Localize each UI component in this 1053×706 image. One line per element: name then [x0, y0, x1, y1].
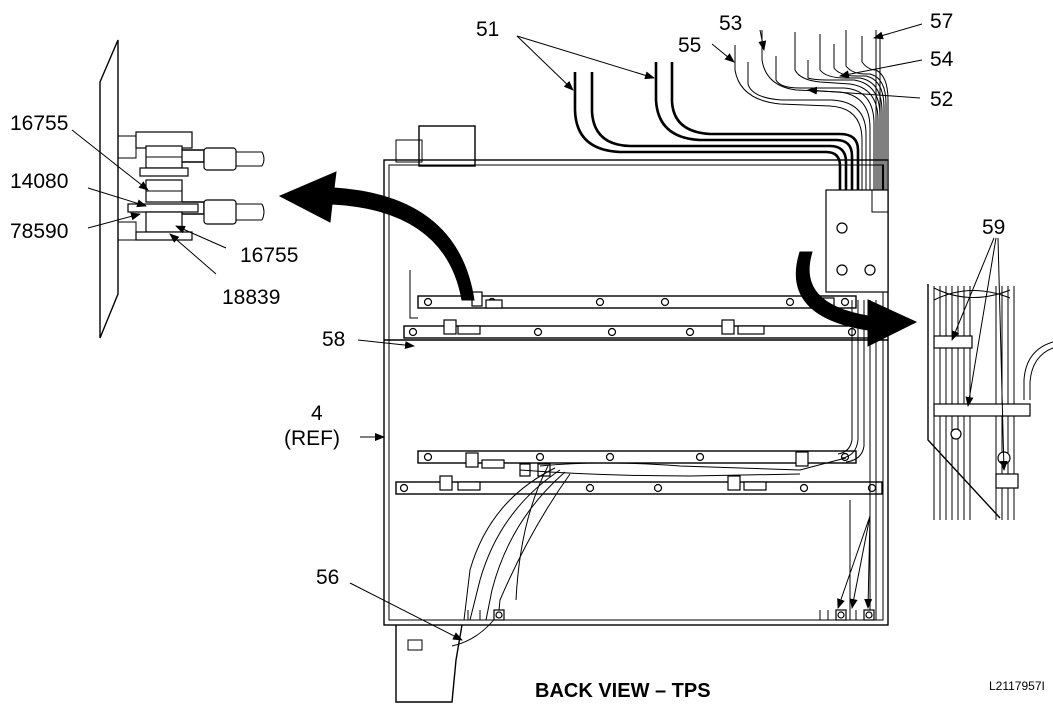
callout-59: 59: [982, 216, 1005, 239]
junction-block-body: [825, 189, 889, 293]
terminal-rail-3: [417, 450, 857, 464]
bottom-stand: [395, 624, 463, 703]
callout-57: 57: [930, 10, 953, 33]
junction-block-tab: [871, 189, 889, 213]
callout-78590: 78590: [10, 220, 68, 243]
callout-54: 54: [930, 48, 954, 71]
wire-clip-left: [409, 270, 418, 319]
curved-arrow-to-right-detail: [795, 251, 918, 347]
top-bracket: [418, 125, 476, 167]
cable-lug-lower: [203, 199, 237, 225]
cabinet: [383, 125, 889, 703]
callout-52: 52: [930, 88, 953, 111]
junction-block: [825, 189, 889, 293]
callout-56: 56: [316, 566, 339, 589]
callout-51: 51: [476, 18, 499, 41]
document-id: L2117957I: [989, 679, 1045, 693]
bottom-terminals: [467, 609, 875, 621]
top-bracket-clip: [395, 139, 423, 163]
cable-lug-upper: [203, 147, 237, 171]
leader-lines: [71, 23, 1008, 641]
cable-tie-middle: [933, 403, 1031, 417]
curved-arrow-to-left-detail: [278, 171, 475, 301]
callout-16755-top: 16755: [10, 112, 68, 135]
mounting-panel: [99, 39, 119, 339]
callout-18839: 18839: [222, 286, 280, 309]
washer: [127, 203, 199, 213]
cabinet-inner-edge: [388, 164, 884, 621]
callout-53: 53: [719, 12, 742, 35]
nut-lower: [145, 211, 183, 233]
detail-inset-left: [99, 39, 265, 339]
figure-title: BACK VIEW – TPS: [535, 680, 711, 702]
clamp-panel-outline: [927, 284, 1001, 519]
callout-16755-bottom: 16755: [240, 244, 298, 267]
callout-14080: 14080: [10, 170, 68, 193]
wiring-harness: [451, 30, 889, 647]
callout-55: 55: [678, 34, 701, 57]
bracket-bottom: [135, 231, 193, 241]
terminal-studs: [439, 291, 835, 491]
terminal-rail-1: [417, 295, 857, 309]
detail-inset-right: [927, 284, 1053, 520]
stand-fastener: [407, 639, 423, 651]
callout-labels: 51 53 55 57 54 52 59 58 4 (REF) 56 16755…: [10, 10, 1005, 589]
callout-4: 4: [311, 402, 323, 425]
cabinet-outline: [383, 159, 889, 626]
cable-tie-lower: [995, 473, 1019, 489]
terminal-rail-4: [395, 481, 883, 495]
callout-58: 58: [322, 328, 345, 351]
callout-4-ref: (REF): [284, 427, 340, 450]
